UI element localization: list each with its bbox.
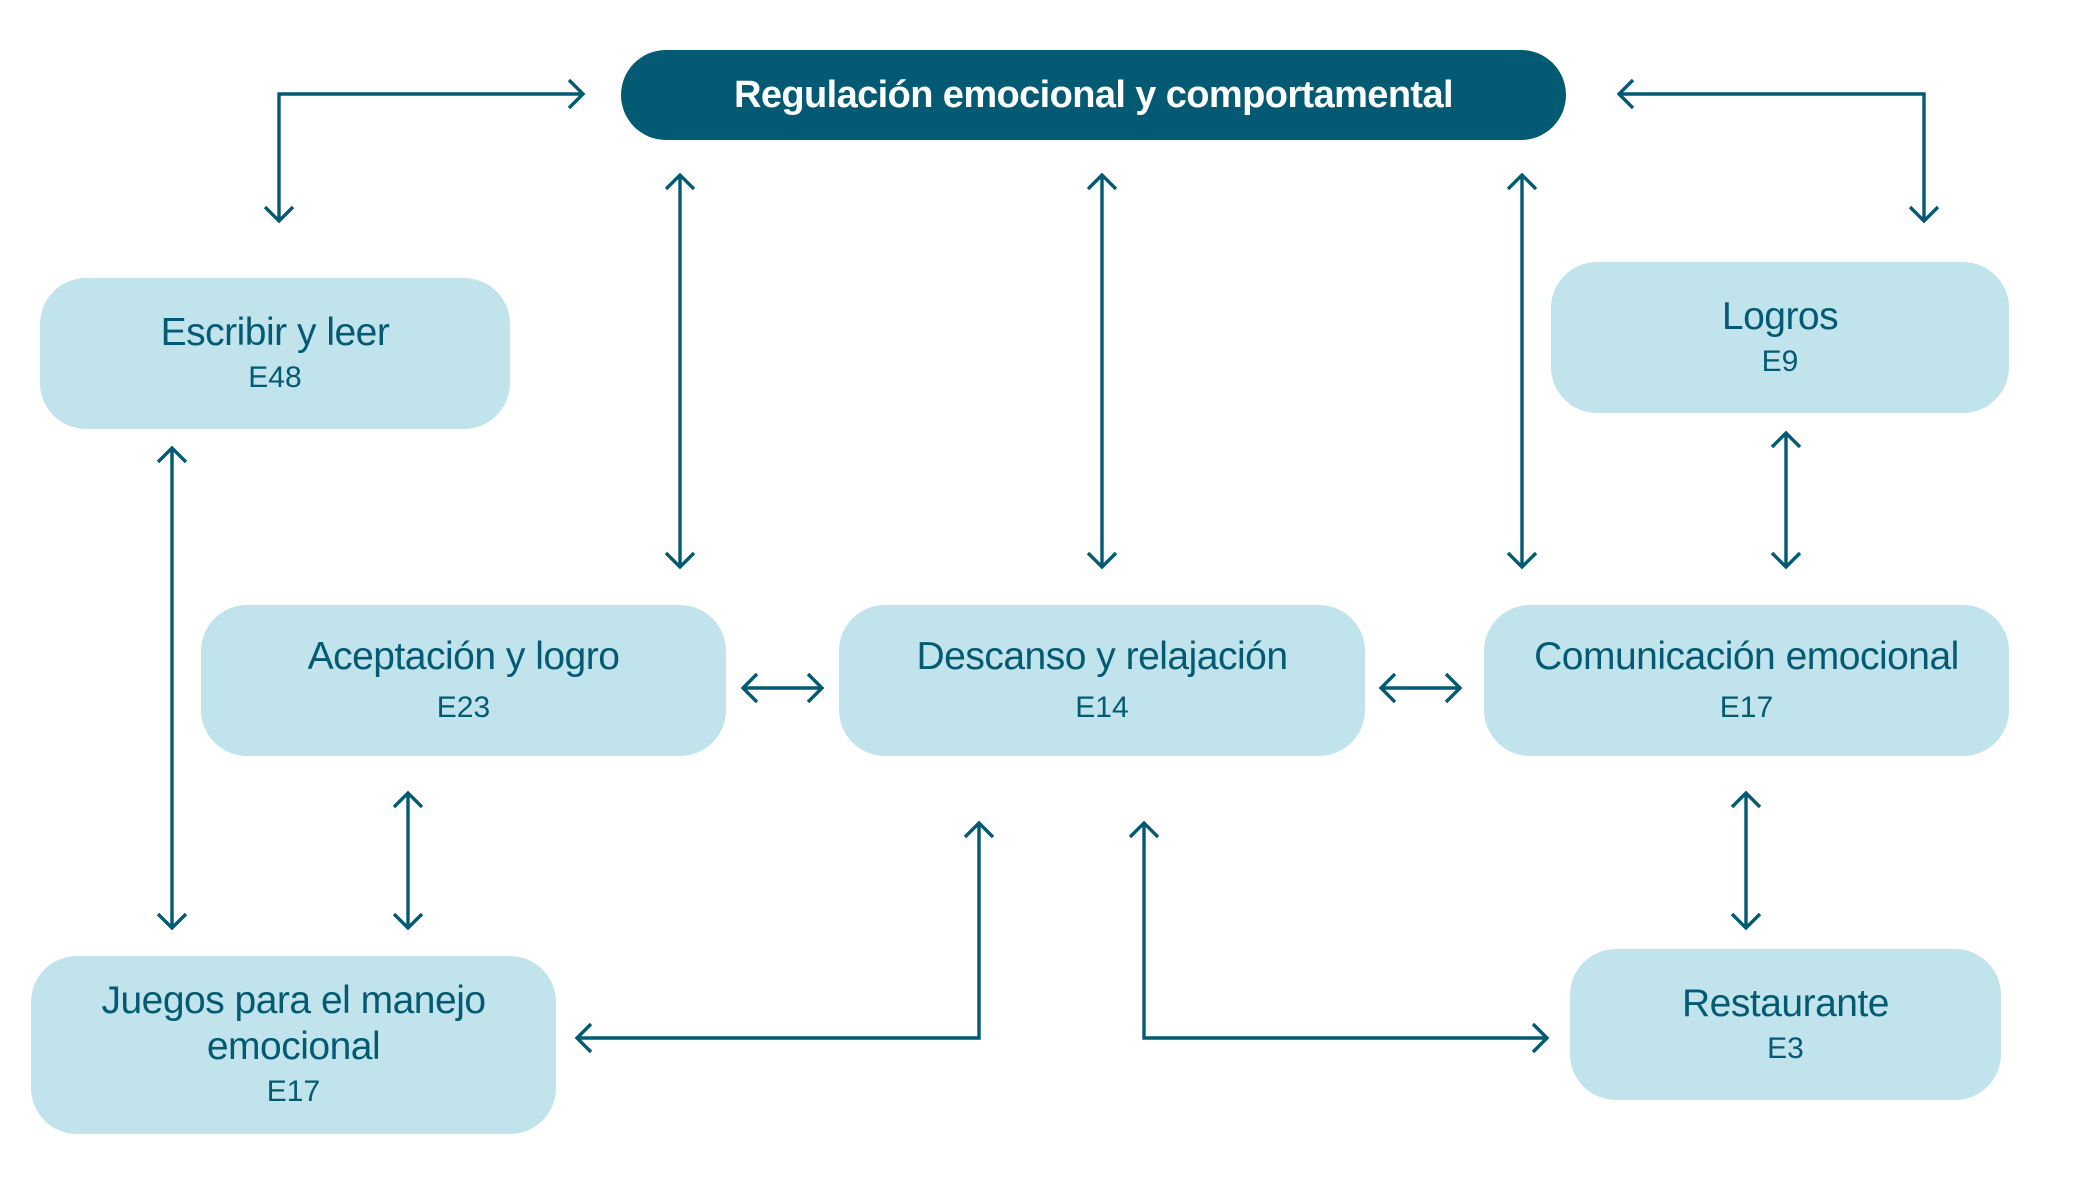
arrowhead-to-aceptacion — [740, 672, 759, 704]
arrowhead-to-descanso — [963, 820, 995, 839]
node-label: Logros — [1721, 294, 1839, 338]
arrowhead-to-central — [1616, 78, 1635, 110]
node-label: Descanso y relajación — [916, 634, 1288, 678]
node-label: Comunicación emocional — [1534, 634, 1959, 678]
arrowhead-to-descanso — [806, 672, 825, 704]
arrowhead-to-central — [1086, 172, 1118, 191]
node-code: E48 — [248, 360, 302, 394]
connector-descanso-juegos — [577, 823, 981, 1040]
node-code: E14 — [1075, 690, 1129, 724]
node-comunicacion: Comunicación emocional E17 — [1484, 605, 2009, 756]
node-aceptacion: Aceptación y logro E23 — [201, 605, 726, 756]
node-descanso: Descanso y relajación E14 — [839, 605, 1365, 756]
node-juegos: Juegos para el manejo emocional E17 — [31, 956, 556, 1134]
node-code: E17 — [1719, 690, 1774, 724]
arrowhead-to-escribir — [263, 205, 295, 224]
node-code: E23 — [436, 690, 491, 724]
arrowhead-to-escribir — [156, 445, 188, 464]
central-node: Regulación emocional y comportamental — [621, 50, 1566, 140]
arrowhead-to-aceptacion — [664, 551, 696, 570]
arrowhead-to-descanso — [1128, 820, 1160, 839]
connector-central-logros — [1619, 92, 1926, 221]
arrowhead-to-aceptacion — [392, 790, 424, 809]
arrowhead-to-central — [567, 78, 586, 110]
arrowhead-to-comunicacion — [1506, 551, 1538, 570]
arrowhead-to-comunicacion — [1730, 790, 1762, 809]
arrowhead-to-logros — [1908, 205, 1940, 224]
arrowhead-to-juegos — [392, 912, 424, 931]
node-label: Restaurante — [1682, 981, 1889, 1025]
node-code: E17 — [266, 1075, 321, 1108]
node-restaurante: Restaurante E3 — [1570, 949, 2001, 1100]
node-code: E9 — [1761, 344, 1799, 378]
arrowhead-to-comunicacion — [1444, 672, 1463, 704]
arrowhead-to-descanso — [1378, 672, 1397, 704]
connector-descanso-restaurante — [1142, 823, 1547, 1040]
node-escribir: Escribir y leer E48 — [40, 278, 510, 429]
arrowhead-to-central — [1506, 172, 1538, 191]
connector-central-escribir — [277, 92, 583, 221]
arrowhead-to-central — [664, 172, 696, 191]
arrowhead-to-juegos — [574, 1022, 593, 1054]
arrowhead-to-logros — [1770, 430, 1802, 449]
arrowhead-to-descanso — [1086, 551, 1118, 570]
arrowhead-to-restaurante — [1531, 1022, 1550, 1054]
node-label: Juegos para el manejo emocional — [101, 979, 486, 1068]
arrowhead-to-comunicacion — [1770, 551, 1802, 570]
node-logros: Logros E9 — [1551, 262, 2009, 413]
node-label: Escribir y leer — [160, 310, 390, 354]
arrowhead-to-restaurante — [1730, 912, 1762, 931]
node-label: Aceptación y logro — [307, 634, 620, 678]
central-node-label: Regulación emocional y comportamental — [734, 73, 1454, 116]
node-code: E3 — [1767, 1031, 1804, 1065]
arrowhead-to-juegos — [156, 912, 188, 931]
